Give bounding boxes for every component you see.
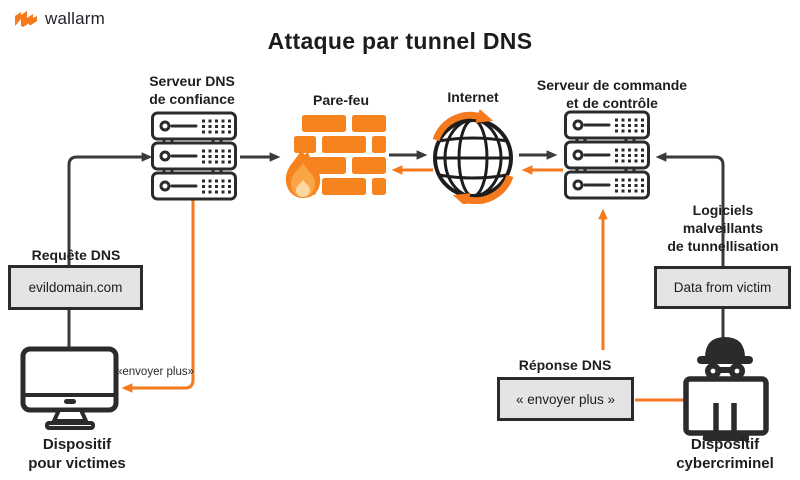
victim-label-line2: pour victimes [28,455,126,472]
dns-server-label-line2: de confiance [149,91,235,107]
attacker-label-line2: cybercriminel [676,455,774,472]
flame-icon [285,144,321,198]
monitor-icon [20,346,119,430]
attacker-label-line1: Dispositif [690,436,760,453]
server-stack-icon [151,111,237,201]
send-more-note: «envoyer plus» [116,366,194,378]
dns-response-label: Réponse DNS [518,357,612,373]
page-title: Attaque par tunnel DNS [267,28,533,54]
sync-arrows [432,108,514,204]
dns-request-label: Requête DNS [31,247,121,263]
logo-wordmark: wallarm [45,9,105,28]
response-path-arrows [121,165,688,402]
request-path-arrows [67,150,725,352]
firewall-brick-icon [294,115,386,195]
server-stack-icon [564,110,650,200]
attacker-device-label: Dispositif cybercriminel [676,435,774,473]
victim-label-line1: Dispositif [42,436,112,453]
firewall-label: Pare-feu [312,92,370,108]
globe-sync-arrows-icon [432,108,514,204]
wallarm-logo: wallarm [14,9,105,29]
hacker-monitor-icon [683,337,769,441]
tunneling-malware-label: Logiciels malveillants de tunnellisation [667,201,778,255]
c2-server-label-line2: et de contrôle [566,95,658,111]
wallarm-flame-icon [15,10,37,27]
victim-device-label: Dispositif pour victimes [28,435,126,473]
malware-label-line3: de tunnellisation [667,238,779,254]
internet-label: Internet [447,89,499,105]
dns-request-value-box: evildomain.com [8,265,143,310]
data-from-victim-box: Data from victim [654,266,791,309]
malware-label-line1: Logiciels [692,202,754,218]
c2-server-label-line1: Serveur de commande [536,77,688,93]
dns-response-value-box: « envoyer plus » [497,377,634,421]
dns-server-label-line1: Serveur DNS [149,73,235,89]
dns-server-label: Serveur DNS de confiance [149,72,235,108]
c2-server-label: Serveur de commande et de contrôle [537,76,687,112]
malware-label-line2: malveillants [682,220,764,236]
